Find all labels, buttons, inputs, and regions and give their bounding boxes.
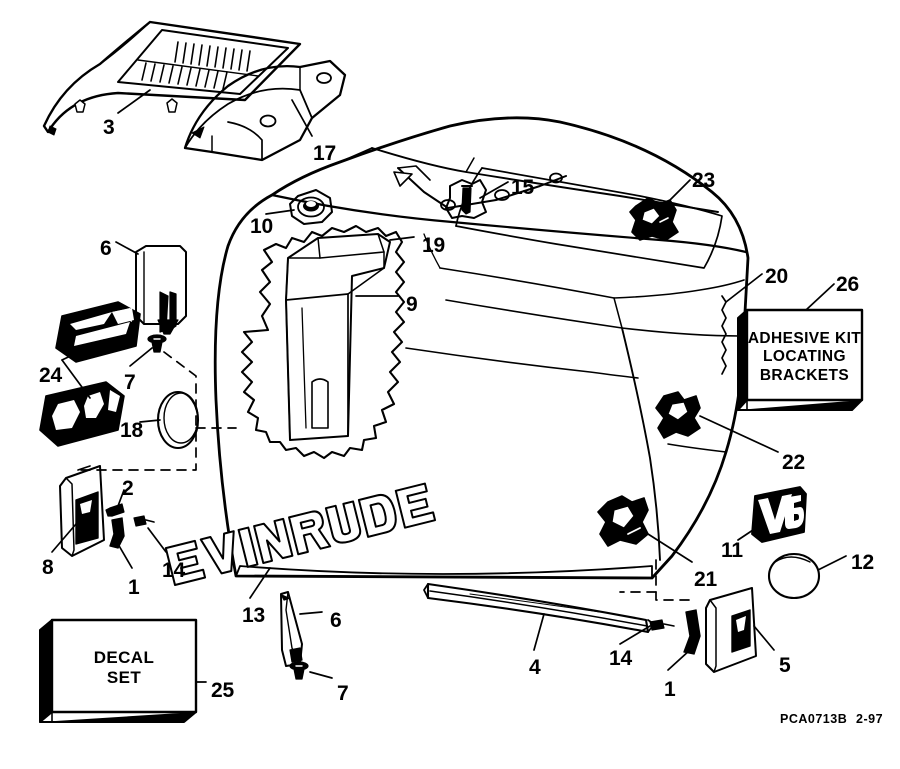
adhesive-kit-line-1: ADHESIVE KIT bbox=[747, 330, 862, 347]
callout-seal-strip: 20 bbox=[765, 265, 788, 288]
part-9-sound-insulation bbox=[240, 224, 406, 460]
callout-evinrude-decal: 13 bbox=[242, 604, 265, 627]
adhesive-kit-line-3: BRACKETS bbox=[759, 366, 850, 384]
part-2-pin bbox=[105, 503, 125, 517]
part-14-screw-lower bbox=[649, 619, 675, 631]
callout-latch-hook-right: 1 bbox=[664, 678, 676, 701]
revision-date: 2-97 bbox=[856, 712, 884, 726]
part-22-mid-latch-bracket bbox=[655, 391, 701, 439]
adhesive-kit-line-2: LOCATING bbox=[763, 348, 846, 366]
part-5-side-panel-right bbox=[705, 587, 757, 673]
part-23-upper-latch-bracket bbox=[629, 197, 679, 241]
decal-set-line-2: SET bbox=[106, 668, 142, 688]
part-6-clip-bracket-upper bbox=[135, 245, 187, 335]
callout-v6-decal: 11 bbox=[721, 539, 743, 562]
callout-decal-set: 25 bbox=[211, 679, 234, 702]
part-15-screw-retainer bbox=[445, 179, 487, 219]
reference-code: PCA0713B bbox=[780, 712, 848, 726]
callout-oval-grommet: 18 bbox=[120, 419, 143, 442]
part-26-adhesive-kit-box bbox=[737, 308, 864, 411]
callout-sound-insulation-main: 9 bbox=[406, 293, 418, 316]
leader-lines bbox=[51, 89, 847, 683]
callout-vent-grille-panel: 3 bbox=[103, 116, 115, 139]
part-21-lower-latch-bracket bbox=[597, 495, 649, 547]
callout-adhesive-kit: 26 bbox=[836, 273, 859, 296]
callout-side-panel-left: 8 bbox=[42, 556, 54, 579]
part-12-oval-plug bbox=[767, 552, 821, 600]
callout-fuel-cap-grommet: 10 bbox=[250, 215, 273, 238]
decal-set-line-1: DECAL bbox=[93, 648, 155, 667]
part-3-vent-grille-panel bbox=[42, 20, 302, 136]
callout-sound-insulation-upper: 19 bbox=[422, 234, 445, 257]
part-17-air-intake-cover bbox=[183, 59, 347, 162]
callout-push-rivet: 7 bbox=[124, 371, 136, 394]
callout-side-panel-right: 5 bbox=[779, 654, 791, 677]
part-7-push-rivet-lower bbox=[289, 661, 309, 680]
part-14-screw-left bbox=[133, 515, 155, 527]
part-13-evinrude-decal bbox=[164, 482, 437, 586]
part-11-v6-decal bbox=[751, 486, 807, 543]
part-7-push-rivet-upper bbox=[147, 334, 167, 353]
part-1-latch-hook-right bbox=[683, 609, 701, 655]
part-1-latch-hook-left bbox=[109, 517, 125, 549]
part-24-model-badge-decals bbox=[39, 301, 141, 447]
adhesive-kit-label: ADHESIVE KIT LOCATING BRACKETS bbox=[747, 330, 862, 385]
callout-model-badge-decal: 24 bbox=[39, 364, 62, 387]
callout-lower-latch-bracket: 21 bbox=[694, 568, 717, 591]
callout-screw-retainer: 15 bbox=[511, 176, 534, 199]
callout-upper-latch-bracket: 23 bbox=[692, 169, 715, 192]
callout-air-intake-cover: 17 bbox=[313, 142, 336, 165]
part-25-decal-set-box bbox=[39, 618, 198, 723]
callout-screw-lower: 14 bbox=[609, 647, 632, 670]
callout-screw: 14 bbox=[162, 559, 185, 582]
part-8-side-panel-left bbox=[59, 465, 105, 557]
callout-clip-bracket-lower: 6 bbox=[330, 609, 342, 632]
callout-pin: 2 bbox=[122, 477, 134, 500]
part-10-fuel-cap-grommet bbox=[289, 189, 333, 225]
callout-lower-trim-molding: 4 bbox=[529, 656, 541, 679]
callout-push-rivet-lower: 7 bbox=[337, 682, 349, 705]
callout-mid-latch-bracket: 22 bbox=[782, 451, 805, 474]
callout-latch-hook: 1 bbox=[128, 576, 140, 599]
decal-set-label: DECAL SET bbox=[52, 648, 196, 688]
construction-lines bbox=[79, 351, 691, 601]
callout-oval-plug: 12 bbox=[851, 551, 874, 574]
callout-clip-bracket: 6 bbox=[100, 237, 112, 260]
part-20-seal-strip bbox=[721, 295, 727, 375]
